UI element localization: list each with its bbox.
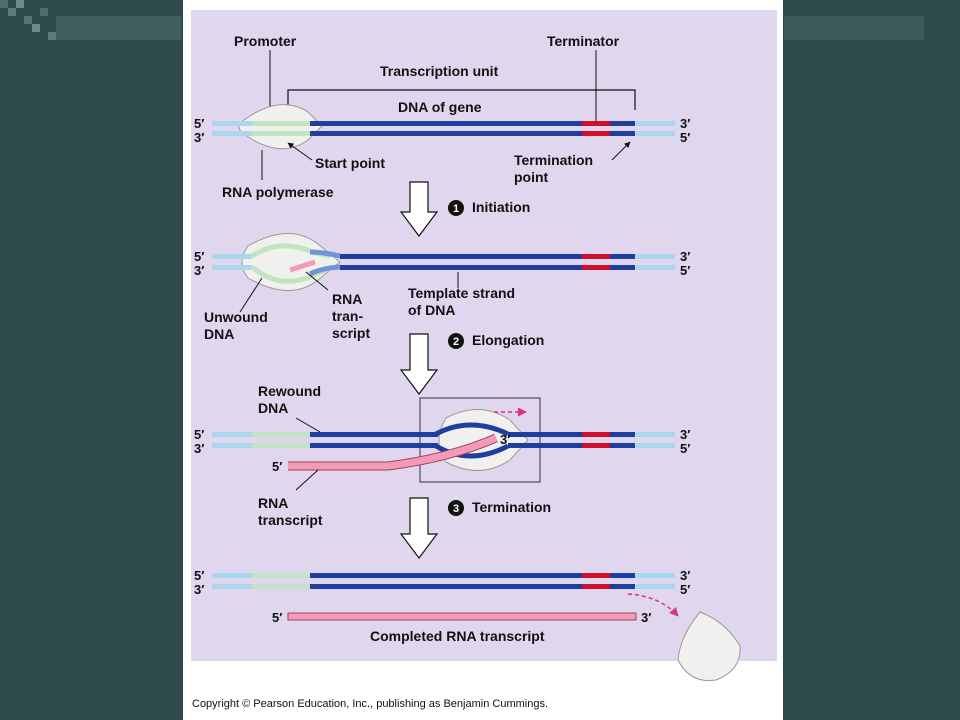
rna-transcript-label: script bbox=[332, 325, 370, 341]
rna-transcript-label: RNA bbox=[332, 291, 362, 307]
template-strand-label: of DNA bbox=[408, 302, 455, 318]
five-prime-label: 5′ bbox=[680, 130, 690, 145]
initiation-dna bbox=[212, 233, 675, 291]
down-arrow-icon bbox=[399, 497, 439, 559]
corner-decoration bbox=[0, 0, 924, 40]
five-prime-label: 5′ bbox=[194, 116, 204, 131]
elongation-dna bbox=[212, 397, 675, 483]
step-number: 1 bbox=[453, 203, 459, 215]
promoter-label: Promoter bbox=[234, 33, 297, 49]
dna-top bbox=[212, 121, 675, 136]
five-prime-label: 5′ bbox=[194, 568, 204, 583]
step-termination: 3 Termination bbox=[399, 497, 551, 559]
template-strand-label: Template strand bbox=[408, 285, 515, 301]
three-prime-label: 3′ bbox=[641, 610, 651, 625]
step-number: 2 bbox=[453, 336, 459, 348]
unwound-dna-label: Unwound bbox=[204, 309, 268, 325]
step-number-badge bbox=[448, 200, 464, 216]
step-label: Termination bbox=[472, 499, 551, 515]
three-prime-label: 3′ bbox=[194, 130, 204, 145]
five-prime-label: 5′ bbox=[272, 610, 282, 625]
step-number-badge bbox=[448, 500, 464, 516]
terminator-label: Terminator bbox=[547, 33, 620, 49]
step-number: 3 bbox=[453, 503, 459, 515]
released-polymerase-shape bbox=[677, 611, 741, 682]
rewound-dna-label: Rewound bbox=[258, 383, 321, 399]
zoom-box bbox=[419, 397, 541, 483]
three-prime-label: 3′ bbox=[680, 427, 690, 442]
rewound-dna-label: DNA bbox=[258, 400, 288, 416]
termination-point-label: point bbox=[514, 169, 549, 185]
rna-transcript-label: tran- bbox=[332, 308, 363, 324]
release-arrow-icon bbox=[627, 593, 679, 617]
transcription-unit-bracket bbox=[287, 89, 636, 110]
rna-polymerase-shape bbox=[238, 104, 323, 150]
three-prime-label: 3′ bbox=[194, 441, 204, 456]
copyright-text: Copyright © Pearson Education, Inc., pub… bbox=[192, 698, 549, 710]
five-prime-label: 5′ bbox=[194, 249, 204, 264]
three-prime-label: 3′ bbox=[680, 568, 690, 583]
dna-of-gene-label: DNA of gene bbox=[398, 99, 482, 115]
step-label: Initiation bbox=[472, 199, 530, 215]
transcription-unit-label: Transcription unit bbox=[380, 63, 499, 79]
gene-structure: Promoter Terminator Transcription unit D… bbox=[194, 33, 690, 200]
completed-rna-strand bbox=[287, 612, 637, 621]
termination-point-label: Termination bbox=[514, 152, 593, 168]
five-prime-label: 5′ bbox=[680, 263, 690, 278]
three-prime-label: 3′ bbox=[500, 432, 510, 447]
step-initiation: 1 Initiation bbox=[399, 181, 530, 237]
three-prime-label: 3′ bbox=[194, 263, 204, 278]
termination-dna bbox=[212, 573, 741, 682]
five-prime-label: 5′ bbox=[272, 459, 282, 474]
rna-transcript-label: transcript bbox=[258, 512, 323, 528]
step-label: Elongation bbox=[472, 332, 544, 348]
step-number-badge bbox=[448, 333, 464, 349]
three-prime-label: 3′ bbox=[194, 582, 204, 597]
rna-transcript-label: RNA bbox=[258, 495, 288, 511]
three-prime-label: 3′ bbox=[680, 249, 690, 264]
unwound-dna-label: DNA bbox=[204, 326, 234, 342]
five-prime-label: 5′ bbox=[194, 427, 204, 442]
five-prime-label: 5′ bbox=[680, 582, 690, 597]
completed-rna-label: Completed RNA transcript bbox=[370, 628, 545, 644]
down-arrow-icon bbox=[399, 181, 439, 237]
start-point-label: Start point bbox=[315, 155, 385, 171]
three-prime-label: 3′ bbox=[680, 116, 690, 131]
five-prime-label: 5′ bbox=[680, 441, 690, 456]
down-arrow-icon bbox=[399, 333, 439, 395]
rna-polymerase-label: RNA polymerase bbox=[222, 184, 334, 200]
step-elongation: 2 Elongation bbox=[399, 332, 544, 395]
